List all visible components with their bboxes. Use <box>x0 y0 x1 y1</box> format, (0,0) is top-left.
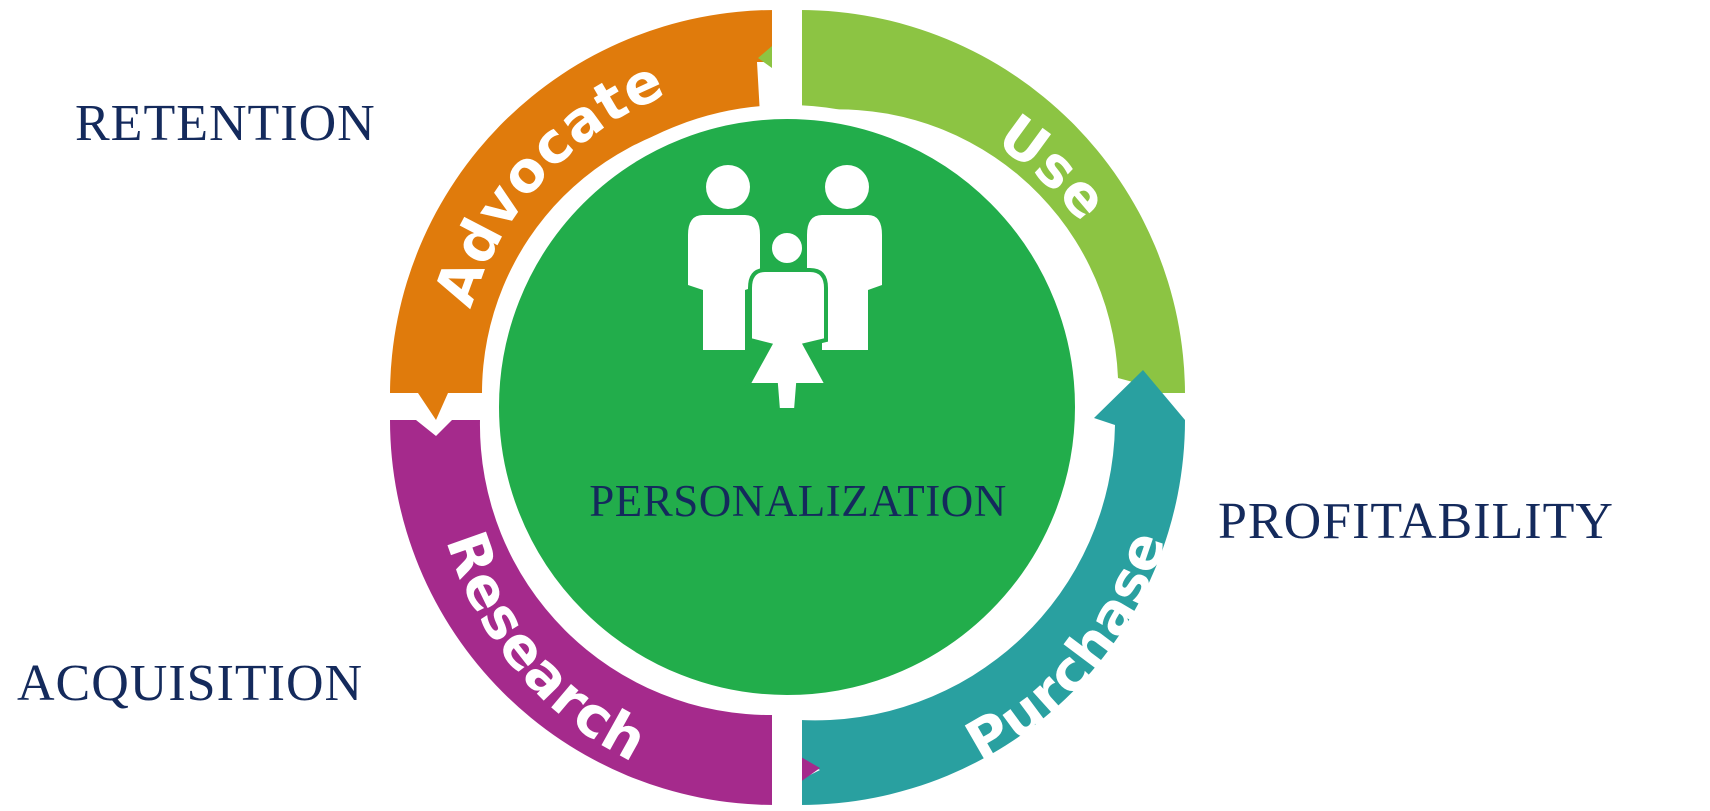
profitability-label: PROFITABILITY <box>1218 493 1614 550</box>
center-label: PERSONALIZATION <box>589 476 1007 526</box>
purchase-segment <box>800 370 1185 805</box>
advocate-segment <box>390 10 775 420</box>
acquisition-label: ACQUISITION <box>17 655 363 712</box>
use-segment <box>758 10 1185 393</box>
people-group-icon <box>688 165 882 412</box>
retention-label: RETENTION <box>75 95 376 152</box>
